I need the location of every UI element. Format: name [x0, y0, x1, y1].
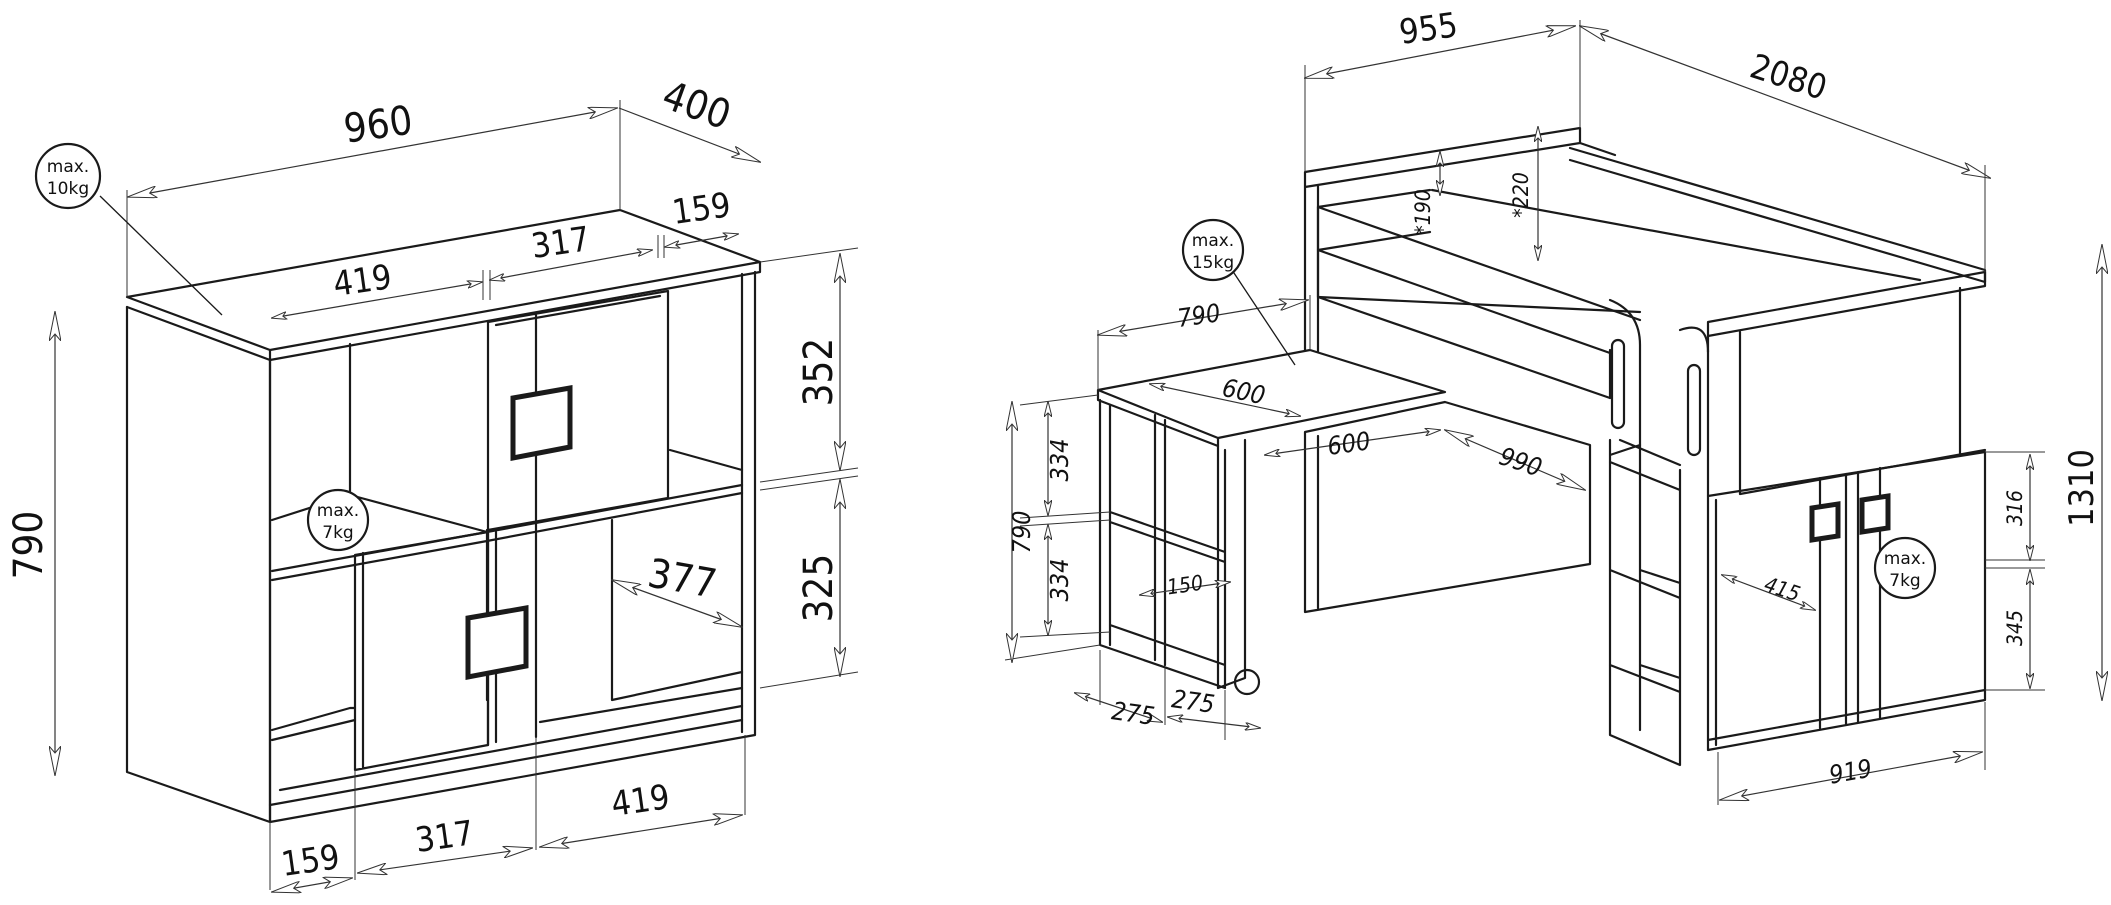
bed-desk-panel: [1303, 400, 1592, 614]
label-inner-left: 419: [331, 257, 394, 305]
bed-desk-load-callout: max. 15kg: [1181, 218, 1296, 366]
label-bottom-left: 159: [279, 837, 342, 885]
bed-ladder: [1608, 438, 1682, 767]
label-height: 790: [6, 511, 52, 580]
label-desk-cube-lower: 334: [1045, 559, 1074, 602]
label-desk-cube-w2: 275: [1170, 684, 1217, 719]
dresser-shelf-load-callout: max. 7kg: [306, 488, 370, 552]
label-desk-reach: 990: [1496, 441, 1546, 482]
bed-back-headboard: [1303, 126, 1582, 354]
bed-rail-end: [1608, 298, 1642, 472]
label-desk-gap: 600: [1326, 426, 1373, 461]
svg-text:7kg: 7kg: [322, 523, 353, 543]
dresser-top-load-callout: max. 10kg: [34, 142, 223, 316]
label-depth: 400: [656, 72, 736, 139]
label-bed-height: 1310: [2062, 449, 2102, 527]
svg-text:10kg: 10kg: [47, 179, 89, 199]
label-desk-width: 790: [1176, 298, 1223, 333]
label-lower-height: 325: [796, 554, 842, 623]
label-bed-length: 2080: [1745, 46, 1831, 108]
door-handle-upper: [510, 385, 573, 462]
svg-text:7kg: 7kg: [1889, 571, 1920, 591]
label-bed-depth: 955: [1397, 5, 1460, 53]
bed-cabinet-load-callout: max. 7kg: [1873, 536, 1937, 600]
door-handle-lower: [465, 605, 529, 681]
dresser-labels: 960 400 790 419 317 159 352 325 377 159 …: [6, 72, 842, 885]
label-desk-cube-depth: 150: [1166, 571, 1205, 600]
dresser-front-frame: [268, 270, 757, 824]
bed-desk-top: [1096, 348, 1447, 448]
loft-bed-drawing: [1096, 126, 1987, 767]
label-desk-cube-w1: 275: [1110, 696, 1157, 731]
label-upper-height: 352: [796, 338, 842, 407]
cabinet-handle-right: [1859, 493, 1891, 535]
dresser-door-lower: [353, 530, 490, 772]
svg-text:max.: max.: [47, 157, 89, 177]
bed-dimensions: [1004, 20, 2102, 805]
label-cabinet-upper: 316: [2003, 490, 2027, 526]
dresser-top: [125, 208, 762, 362]
dresser-drawing: [125, 208, 762, 824]
dresser-left-side: [125, 305, 272, 824]
svg-text:max.: max.: [1884, 549, 1926, 569]
label-rail-height: *190: [1411, 189, 1435, 235]
svg-text:max.: max.: [1192, 231, 1234, 251]
label-cabinet-width: 919: [1827, 754, 1874, 790]
label-inner-right: 159: [670, 185, 733, 233]
label-inner-center: 317: [529, 219, 592, 267]
bed-desk-cube: [1098, 398, 1247, 690]
label-cabinet-lower: 345: [2003, 610, 2027, 646]
label-desk-height: 790: [1007, 511, 1036, 554]
bed-footboard: [1706, 270, 1987, 498]
label-bottom-right: 419: [609, 777, 672, 825]
label-desk-depth: 600: [1220, 373, 1268, 410]
label-headboard-height: *220: [1509, 172, 1533, 218]
cabinet-handle-left: [1809, 501, 1841, 543]
label-desk-cube-upper: 334: [1045, 439, 1074, 482]
label-bottom-center: 317: [413, 813, 476, 861]
bed-side-rail: [1316, 146, 1987, 400]
label-inner-depth: 377: [644, 551, 720, 608]
svg-text:max.: max.: [317, 501, 359, 521]
bed-back-rail: [1316, 188, 1642, 314]
label-width: 960: [341, 98, 415, 153]
bed-labels: 955 2080 1310 *190 *220 790 600 600 990 …: [1007, 5, 2102, 789]
label-cabinet-depth: 415: [1761, 572, 1803, 606]
dresser-dimensions: [55, 100, 859, 892]
bed-cabinet: [1706, 450, 1987, 752]
svg-text:15kg: 15kg: [1192, 253, 1234, 273]
